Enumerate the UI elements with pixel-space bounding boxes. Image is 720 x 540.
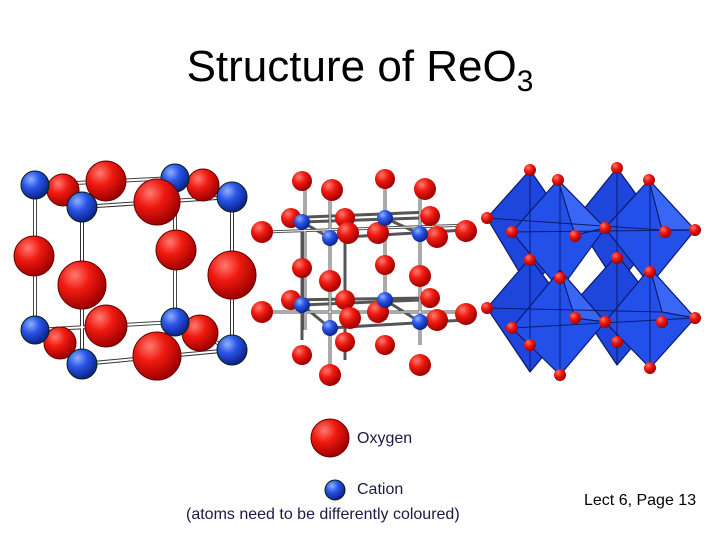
oxygen-atom bbox=[524, 164, 536, 176]
oxygen-atom bbox=[659, 226, 671, 238]
oxygen-atom bbox=[644, 362, 656, 374]
oxygen-atom bbox=[132, 331, 182, 381]
oxygen-atom bbox=[186, 168, 220, 202]
oxygen-atom bbox=[367, 222, 389, 244]
oxygen-atom bbox=[335, 332, 355, 352]
oxygen-atom bbox=[251, 221, 273, 243]
cation-atom bbox=[20, 315, 50, 345]
oxygen-atom bbox=[599, 222, 611, 234]
oxygen-atom bbox=[337, 222, 359, 244]
oxygen-atom bbox=[375, 255, 395, 275]
oxygen-atoms bbox=[251, 169, 477, 386]
oxygen-atom bbox=[689, 312, 701, 324]
unit-cell-ball-and-stick bbox=[251, 169, 477, 386]
cation-atom bbox=[160, 307, 190, 337]
oxygen-atom bbox=[481, 212, 493, 224]
cation-atom bbox=[322, 320, 338, 336]
oxygen-atom bbox=[426, 226, 448, 248]
title-subscript: 3 bbox=[516, 65, 534, 98]
oxygen-atom bbox=[569, 312, 581, 324]
oxygen-atom bbox=[319, 364, 341, 386]
cation-atom bbox=[66, 348, 98, 380]
cation-atom bbox=[294, 214, 310, 230]
oxygen-atom bbox=[554, 369, 566, 381]
oxygen-atom bbox=[420, 206, 440, 226]
oxygen-atom bbox=[524, 254, 536, 266]
oxygen-atom bbox=[207, 250, 257, 300]
oxygen-atom bbox=[611, 336, 623, 348]
legend-cation-swatch bbox=[324, 479, 346, 501]
oxygen-atom bbox=[85, 160, 127, 202]
cation-atom bbox=[412, 314, 428, 330]
oxygen-atom bbox=[84, 304, 128, 348]
oxygen-atom bbox=[13, 235, 55, 277]
oxygen-atom bbox=[155, 229, 197, 271]
oxygen-atom bbox=[57, 260, 107, 310]
oxygen-atom bbox=[656, 316, 668, 328]
oxygen-atom bbox=[43, 326, 77, 360]
oxygen-atom bbox=[689, 224, 701, 236]
oxygen-atom bbox=[339, 307, 361, 329]
oxygen-atom bbox=[292, 345, 312, 365]
oxygen-atom bbox=[611, 162, 623, 174]
vertex-oxygens bbox=[481, 162, 701, 381]
title-main: Structure of ReO bbox=[186, 42, 517, 91]
cation-atom bbox=[412, 226, 428, 242]
oxygen-atom bbox=[426, 309, 448, 331]
page-label: Lect 6, Page 13 bbox=[584, 492, 697, 509]
cation-atom bbox=[66, 191, 98, 223]
oxygen-atom bbox=[251, 301, 273, 323]
oxygen-atom bbox=[321, 179, 343, 201]
cation-atom bbox=[294, 297, 310, 313]
oxygen-atom bbox=[409, 354, 431, 376]
oxygen-atom bbox=[552, 174, 564, 186]
oxygen-atom bbox=[611, 252, 623, 264]
oxygen-atom bbox=[375, 335, 395, 355]
oxygen-atom bbox=[643, 174, 655, 186]
cation-atom bbox=[377, 210, 393, 226]
octahedron-face bbox=[559, 269, 606, 323]
oxygen-atom bbox=[554, 272, 566, 284]
cation-atom bbox=[216, 181, 248, 213]
oxygen-atom bbox=[455, 303, 477, 325]
oxygen-atom bbox=[335, 290, 355, 310]
legend-oxygen-label: Oxygen bbox=[357, 430, 413, 447]
octahedra-framework bbox=[481, 162, 701, 381]
cation-atom bbox=[20, 170, 50, 200]
oxygen-atom bbox=[420, 288, 440, 308]
oxygen-atom bbox=[569, 230, 581, 242]
oxygen-atom bbox=[481, 302, 493, 314]
slide-title: Structure of ReO3 bbox=[0, 42, 720, 97]
octahedron-face bbox=[649, 267, 696, 319]
oxygen-atom bbox=[414, 178, 436, 200]
oxygen-atom bbox=[644, 266, 656, 278]
oxygen-atom bbox=[292, 258, 312, 278]
oxygen-atom bbox=[292, 171, 312, 191]
legend-cation-label: Cation bbox=[357, 481, 404, 498]
oxygen-atom bbox=[599, 316, 611, 328]
cation-atom bbox=[322, 230, 338, 246]
legend-note: (atoms need to be differently coloured) bbox=[186, 506, 460, 523]
cation-atom bbox=[216, 334, 248, 366]
oxygen-atom bbox=[455, 220, 477, 242]
octahedra bbox=[486, 167, 696, 376]
oxygen-atom bbox=[409, 265, 431, 287]
oxygen-atom bbox=[319, 270, 341, 292]
legend-oxygen-swatch bbox=[310, 418, 350, 458]
unit-cell-space-filling bbox=[13, 160, 257, 381]
oxygen-atom bbox=[133, 178, 181, 226]
oxygen-atom bbox=[375, 169, 395, 189]
oxygen-atom bbox=[524, 339, 536, 351]
cation-atoms bbox=[294, 210, 428, 336]
cation-atom bbox=[377, 292, 393, 308]
oxygen-atom bbox=[506, 322, 518, 334]
oxygen-atom bbox=[506, 226, 518, 238]
